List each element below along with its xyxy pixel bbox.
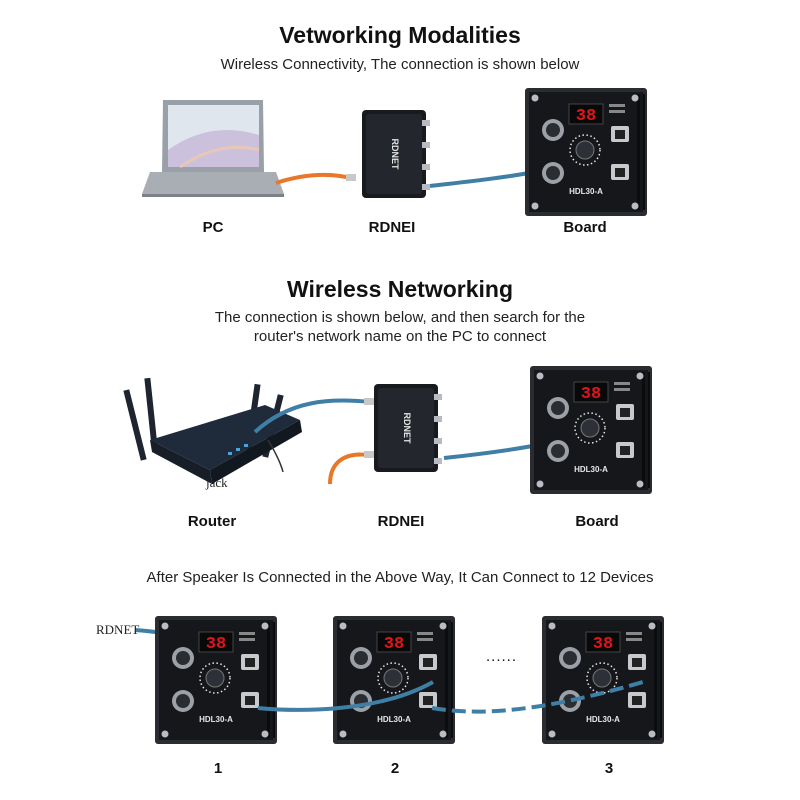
label-board-2: Board <box>575 513 619 530</box>
label-jack: jack <box>206 475 228 490</box>
cable-orange <box>328 452 369 485</box>
label-rdnei-2: RDNEI <box>377 513 425 530</box>
cable-blue <box>253 398 371 434</box>
device-number-2: 2 <box>390 760 400 777</box>
label-router: Router <box>187 513 237 530</box>
section1-title: Vetworking Modalities <box>279 22 521 48</box>
rdnet-device <box>374 384 442 472</box>
section2-subtitle-line2: router's network name on the PC to conne… <box>253 328 547 345</box>
speaker-board-2 <box>332 615 456 745</box>
label-rdnet: RDNET <box>96 622 140 637</box>
rdnet-device <box>362 110 430 198</box>
label-pc: PC <box>202 219 224 236</box>
speaker-board <box>524 87 648 217</box>
router-icon <box>123 377 302 484</box>
device-number-3: 3 <box>604 760 614 777</box>
ellipsis: ...... <box>486 648 518 665</box>
section3-caption: After Speaker Is Connected in the Above … <box>146 569 654 586</box>
device-number-1: 1 <box>213 760 223 777</box>
speaker-board <box>529 365 653 495</box>
section1-subtitle: Wireless Connectivity, The connection is… <box>220 56 580 73</box>
laptop-icon <box>142 100 284 197</box>
cable-blue <box>257 680 434 712</box>
cable-orange <box>275 172 353 185</box>
speaker-board-3 <box>541 615 665 745</box>
speaker-board-1 <box>154 615 278 745</box>
label-board: Board <box>563 219 607 236</box>
section2-subtitle-line1: The connection is shown below, and then … <box>214 309 586 326</box>
section2-title: Wireless Networking <box>286 276 514 302</box>
label-rdnei: RDNEI <box>368 219 416 236</box>
cable-blue-dashed <box>431 680 644 714</box>
